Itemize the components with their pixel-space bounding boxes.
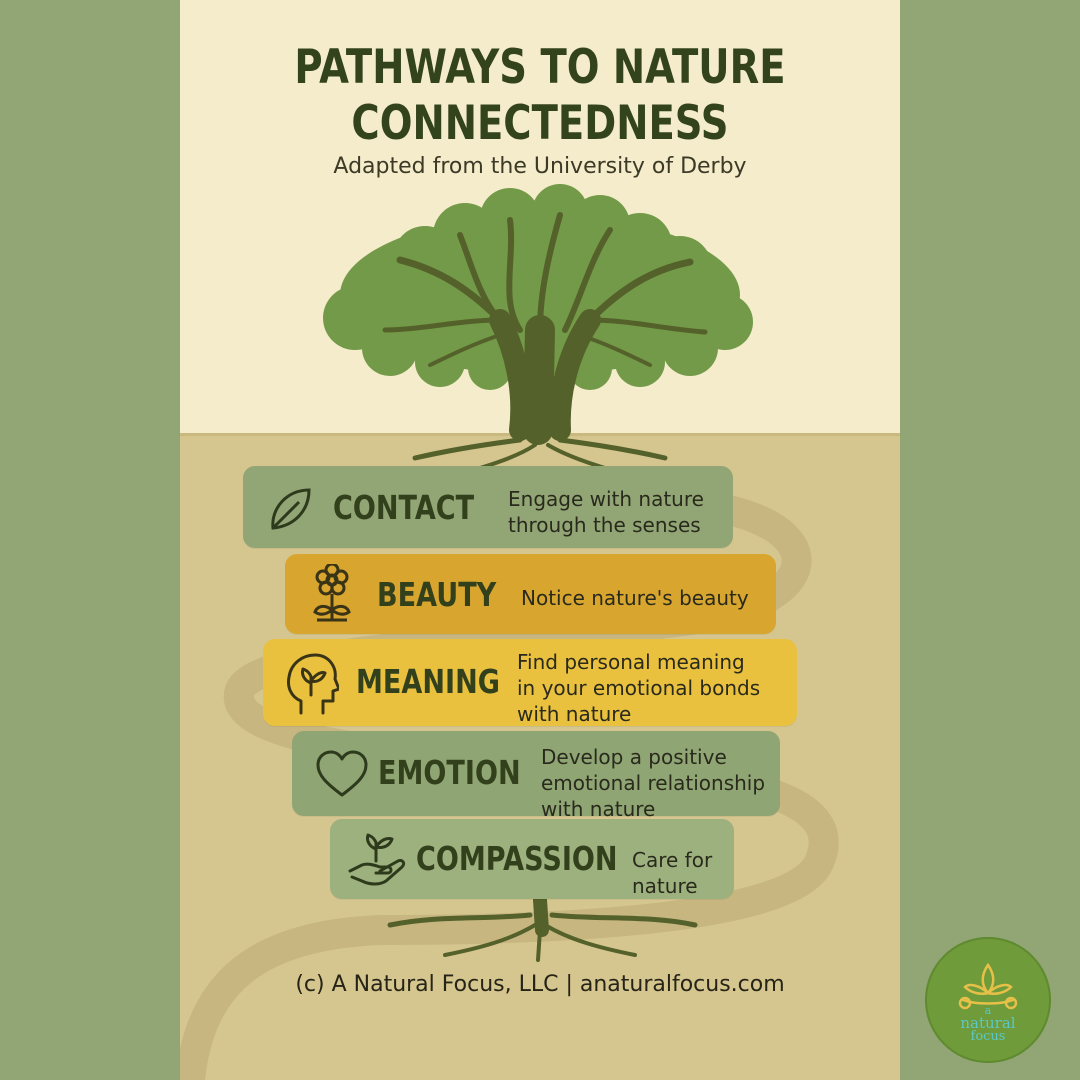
pathway-name: MEANING: [356, 662, 500, 701]
logo-text-line-2: natural: [960, 1014, 1016, 1032]
pathway-name: CONTACT: [333, 488, 475, 527]
pathway-desc: through the senses: [508, 513, 701, 537]
pathway-compassion: COMPASSION Care for nature: [330, 819, 734, 899]
brand-logo: a natural focus: [925, 937, 1051, 1063]
logo-text-line-3: focus: [970, 1029, 1006, 1044]
pathway-desc: Care for: [632, 848, 713, 872]
poster: PATHWAYS TO NATURE CONNECTEDNESS Adapted…: [180, 0, 900, 1080]
pathway-desc: Notice nature's beauty: [521, 586, 749, 610]
footer-credit: (c) A Natural Focus, LLC | anaturalfocus…: [295, 972, 785, 997]
pathway-name: COMPASSION: [416, 839, 618, 878]
pathway-beauty: BEAUTY Notice nature's beauty: [285, 554, 776, 634]
flower-icon: [313, 564, 351, 622]
heart-icon: [316, 750, 368, 797]
pathway-desc: with nature: [517, 702, 632, 726]
title-line-2: CONNECTEDNESS: [351, 96, 729, 151]
pathway-desc: emotional relationship: [541, 771, 766, 795]
head-sprout-icon: [287, 653, 339, 715]
pathway-contact: CONTACT Engage with nature through the s…: [243, 466, 733, 548]
pathway-desc: Find personal meaning: [517, 650, 745, 674]
hand-sprout-icon: [348, 833, 406, 886]
lotus-icon: [958, 962, 1018, 1010]
pathway-name: BEAUTY: [377, 575, 497, 614]
tree-illustration: [323, 184, 753, 962]
pathway-desc: in your emotional bonds: [517, 676, 761, 700]
pathway-desc: with nature: [541, 797, 656, 821]
logo-text-line-1: a: [984, 1004, 992, 1017]
pathway-name: EMOTION: [378, 753, 521, 792]
pathway-desc: Engage with nature: [508, 487, 704, 511]
subtitle: Adapted from the University of Derby: [333, 154, 747, 179]
pathway-desc: Develop a positive: [541, 745, 727, 769]
leaf-icon: [271, 488, 311, 530]
pathway-desc: nature: [632, 874, 698, 898]
pathway-meaning: MEANING Find personal meaning in your em…: [263, 639, 797, 726]
title-line-1: PATHWAYS TO NATURE: [294, 40, 786, 95]
pathway-emotion: EMOTION Develop a positive emotional rel…: [292, 731, 780, 821]
